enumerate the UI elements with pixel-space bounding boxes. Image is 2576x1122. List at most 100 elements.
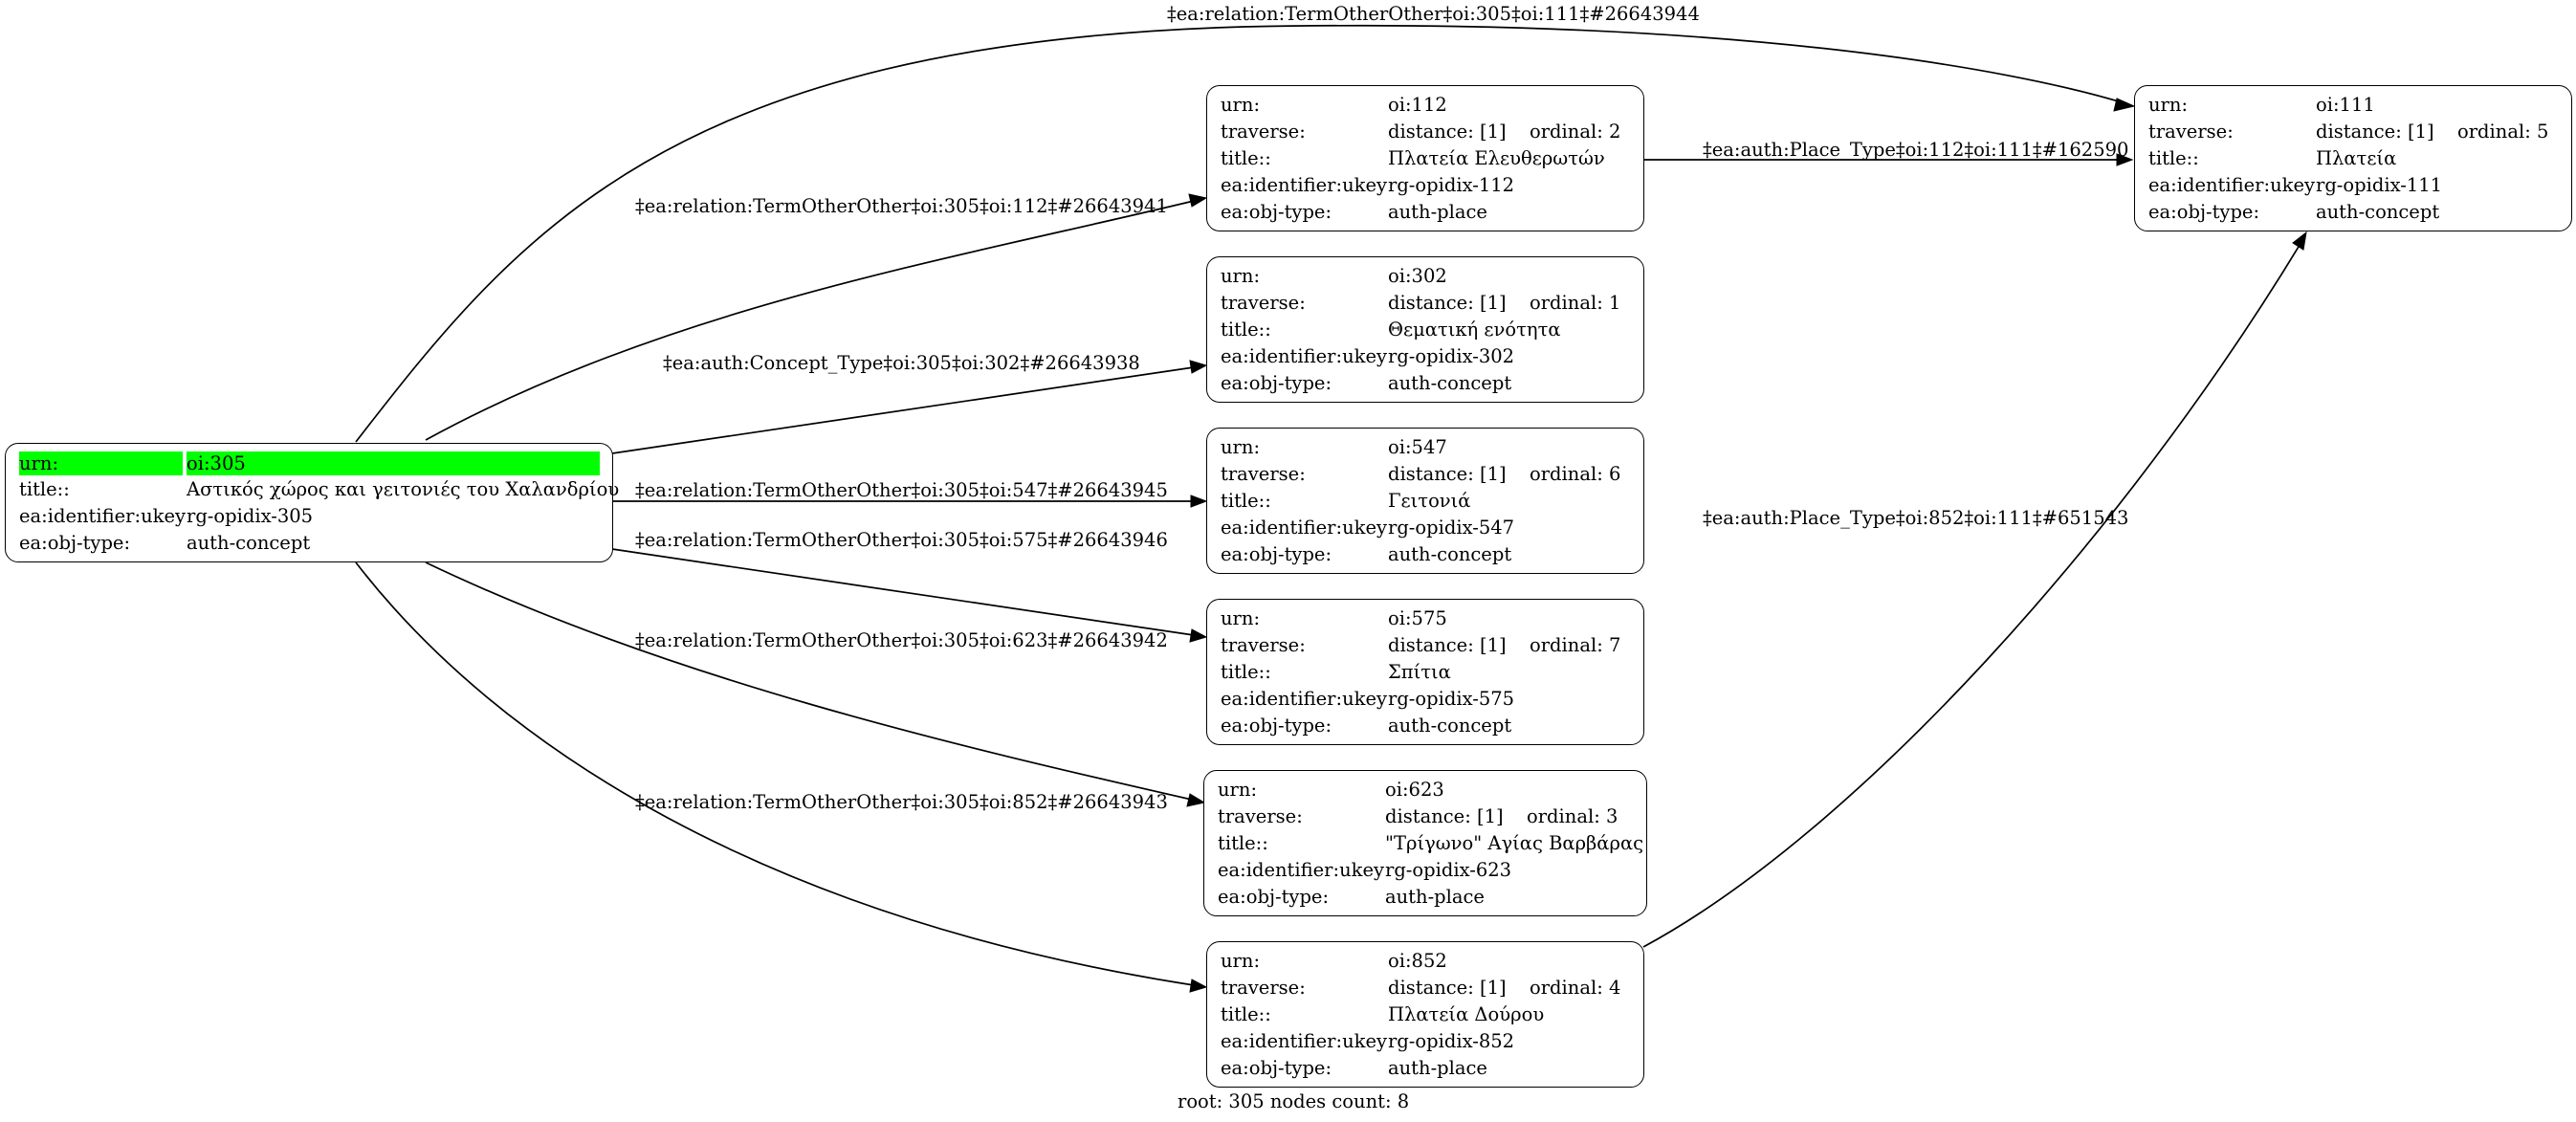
edge-label: ‡ea:auth:Place_Type‡oi:852‡oi:111‡#65154… <box>1703 507 2128 529</box>
node-row-ukey: ea:identifier:ukey rg-opidix-305 <box>19 503 612 530</box>
node-value: Πλατεία <box>2316 147 2397 169</box>
node-value: oi:112 <box>1388 94 1447 116</box>
edge-852-111: ‡ea:auth:Place_Type‡oi:852‡oi:111‡#65154… <box>1642 231 2307 948</box>
node-distance: distance: [1] <box>2316 121 2434 143</box>
arrowhead-icon <box>2292 231 2307 251</box>
node-key: ea:obj-type: <box>1221 543 1332 565</box>
edge-label: ‡ea:relation:TermOtherOther‡oi:305‡oi:54… <box>635 479 1168 501</box>
node-key: traverse: <box>1221 634 1306 656</box>
node-value: Γειτονιά <box>1388 490 1471 512</box>
node-row-title: title::Θεματική ενότητα <box>1221 317 1643 343</box>
edge-305-112: ‡ea:relation:TermOtherOther‡oi:305‡oi:11… <box>425 193 1208 441</box>
edge-305-852: ‡ea:relation:TermOtherOther‡oi:305‡oi:85… <box>355 561 1208 993</box>
node-row-title: title::Πλατεία Ελευθερωτών <box>1221 145 1643 172</box>
node-value: rg-opidix-575 <box>1388 688 1515 710</box>
edge-305-547: ‡ea:relation:TermOtherOther‡oi:305‡oi:54… <box>612 479 1208 508</box>
node-value: rg-opidix-111 <box>2316 174 2443 196</box>
node-row-type: ea:obj-type: auth-concept <box>19 530 612 557</box>
node-row-type: ea:obj-type: auth-concept <box>1221 541 1643 568</box>
node-ordinal: ordinal: 6 <box>1530 463 1621 485</box>
node-row-title: title::Πλατεία <box>2148 145 2571 172</box>
node-row-title: title::"Τρίγωνο" Αγίας Βαρβάρας <box>1218 830 1646 857</box>
node-row-urn: urn:oi:111 <box>2148 92 2571 119</box>
node-key: ea:obj-type: <box>1221 372 1332 394</box>
node-value: auth-place <box>1388 1057 1487 1079</box>
edge-line <box>425 561 1193 801</box>
edge-305-575: ‡ea:relation:TermOtherOther‡oi:305‡oi:57… <box>611 529 1208 643</box>
node-key: title:: <box>1221 1003 1271 1025</box>
node-value: rg-opidix-112 <box>1388 174 1515 196</box>
node-distance: distance: [1] <box>1388 634 1507 656</box>
node-value: Αστικός χώρος και γειτονιές του Χαλανδρί… <box>187 478 620 500</box>
edge-label: ‡ea:relation:TermOtherOther‡oi:305‡oi:57… <box>635 529 1168 551</box>
arrowhead-icon <box>2113 98 2136 112</box>
node-row-traverse: traverse:distance: [1]ordinal: 2 <box>1221 119 1643 145</box>
node-row-type: ea:obj-type:auth-place <box>1218 884 1646 911</box>
node-key: ea:identifier:ukey <box>1221 688 1387 710</box>
node-row-traverse: traverse:distance: [1]ordinal: 7 <box>1221 632 1643 659</box>
arrowhead-icon <box>1189 360 1208 374</box>
arrowhead-icon <box>1189 979 1208 993</box>
node-value: auth-concept <box>1388 543 1512 565</box>
node-value: oi:302 <box>1388 265 1447 287</box>
edge-label: ‡ea:auth:Place_Type‡oi:112‡oi:111‡#16259… <box>1703 139 2128 161</box>
node-row-type: ea:obj-type: auth-place <box>1221 1055 1643 1082</box>
root-node-305[interactable]: urn: oi:305 title:: Αστικός χώρος και γε… <box>5 443 619 562</box>
node-key: ea:obj-type: <box>1221 201 1332 223</box>
node-distance: distance: [1] <box>1388 292 1507 314</box>
node-oi-302[interactable]: urn:oi:302 traverse:distance: [1]ordinal… <box>1206 256 1644 403</box>
node-ordinal: ordinal: 5 <box>2457 121 2549 143</box>
edge-305-111: ‡ea:relation:TermOtherOther‡oi:305‡oi:11… <box>355 3 2136 443</box>
node-value: oi:547 <box>1388 436 1447 458</box>
edge-label: ‡ea:relation:TermOtherOther‡oi:305‡oi:11… <box>635 195 1168 217</box>
node-row-title: title:: Αστικός χώρος και γειτονιές του … <box>19 476 619 503</box>
node-value: auth-place <box>1385 886 1485 908</box>
node-value: rg-opidix-547 <box>1388 517 1515 539</box>
node-value: auth-concept <box>1388 372 1512 394</box>
node-key: ea:obj-type: <box>1221 1057 1332 1079</box>
node-key: urn: <box>19 451 183 475</box>
edge-line <box>355 24 2132 443</box>
node-key: title:: <box>1218 832 1268 854</box>
node-key: title:: <box>1221 490 1271 512</box>
node-oi-623[interactable]: urn:oi:623 traverse:distance: [1]ordinal… <box>1203 770 1647 916</box>
arrowhead-icon <box>2116 153 2134 166</box>
edge-line <box>425 200 1195 441</box>
node-value: rg-opidix-623 <box>1385 859 1512 881</box>
edge-label: ‡ea:auth:Concept_Type‡oi:305‡oi:302‡#266… <box>663 352 1140 374</box>
node-key: title:: <box>2148 147 2199 169</box>
node-key: ea:identifier:ukey <box>19 505 186 527</box>
node-row-type: ea:obj-type:auth-concept <box>1221 713 1643 739</box>
node-oi-111[interactable]: urn:oi:111 traverse: distance: [1] ordinal… <box>2134 85 2572 231</box>
arrowhead-icon <box>1189 628 1208 643</box>
edge-line <box>1642 241 2302 948</box>
node-row-urn: urn:oi:547 <box>1221 434 1643 461</box>
node-row-title: title::Πλατεία Δούρου <box>1221 1001 1643 1028</box>
node-value: Θεματική ενότητα <box>1388 319 1561 341</box>
node-key: urn: <box>1221 607 1261 629</box>
node-row-urn: urn: oi:575 <box>1221 605 1643 632</box>
node-row-traverse: traverse:distance: [1]ordinal: 3 <box>1218 803 1646 830</box>
node-key: ea:obj-type: <box>2148 201 2260 223</box>
node-key: traverse: <box>2148 121 2234 143</box>
node-row-traverse: traverse: distance: [1] ordinal: 5 <box>2148 119 2571 145</box>
edge-label: ‡ea:relation:TermOtherOther‡oi:305‡oi:62… <box>635 629 1168 651</box>
edge-label: ‡ea:relation:TermOtherOther‡oi:305‡oi:11… <box>1167 3 1700 25</box>
node-row-urn: urn:oi:852 <box>1221 948 1643 975</box>
node-value: oi:575 <box>1388 607 1447 629</box>
node-key: urn: <box>2148 94 2189 116</box>
node-value: oi:852 <box>1388 950 1447 972</box>
node-key: traverse: <box>1221 121 1306 143</box>
edge-line <box>611 548 1195 636</box>
node-oi-547[interactable]: urn:oi:547 traverse:distance: [1]ordinal… <box>1206 428 1644 574</box>
node-key: title:: <box>1221 147 1271 169</box>
node-oi-575[interactable]: urn:oi:575 traverse:distance: [1]ordinal… <box>1206 599 1644 745</box>
node-ordinal: ordinal: 1 <box>1530 292 1621 314</box>
node-ordinal: ordinal: 4 <box>1530 977 1621 999</box>
node-distance: distance: [1] <box>1388 121 1507 143</box>
node-key: ea:obj-type: <box>1221 715 1332 737</box>
node-oi-112[interactable]: urn:oi:112 traverse:distance: [1]ordinal… <box>1206 85 1644 231</box>
node-oi-852[interactable]: urn:oi:852 traverse:distance: [1]ordinal… <box>1206 941 1644 1088</box>
node-key: title:: <box>1221 661 1271 683</box>
